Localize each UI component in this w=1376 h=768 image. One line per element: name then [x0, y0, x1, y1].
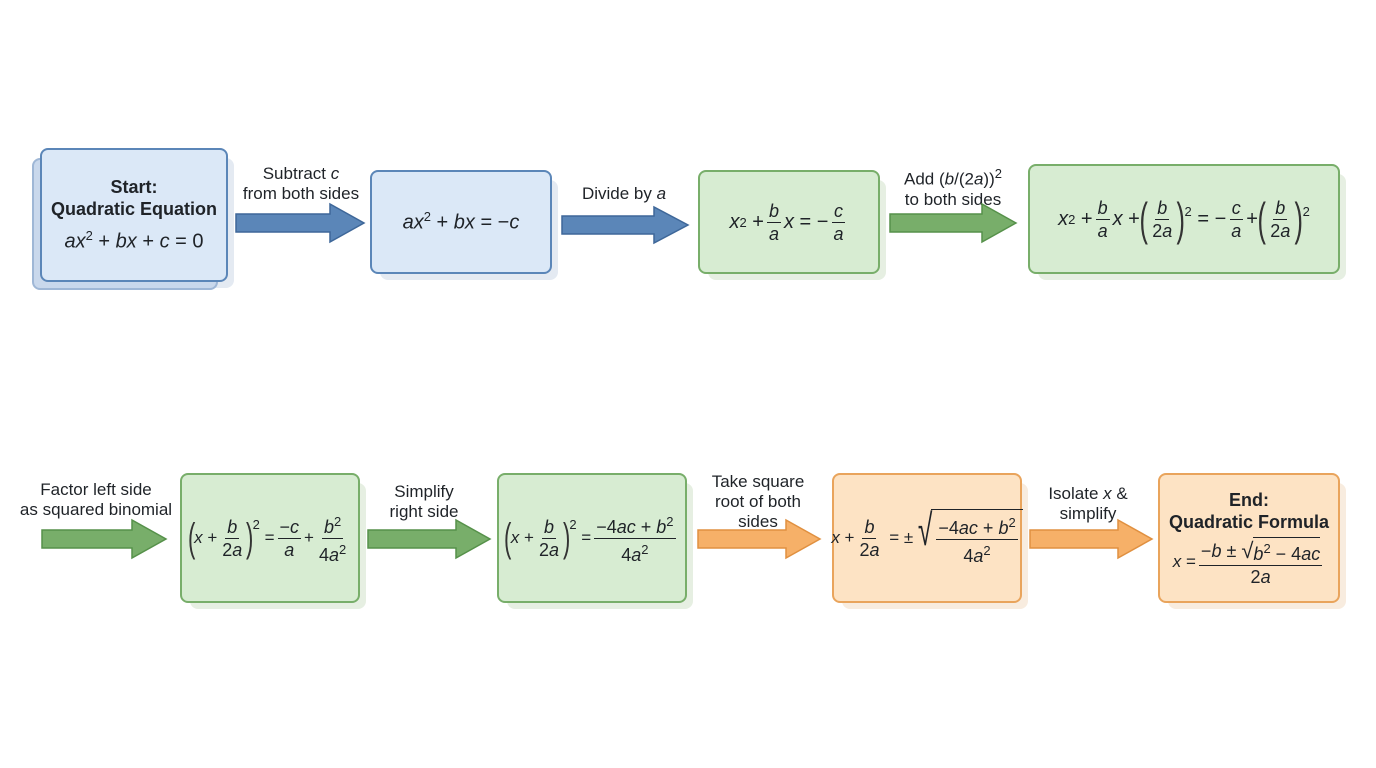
start-box: Start: Quadratic Equation ax2 + bx + c =…: [40, 148, 234, 288]
step6-label-line3: sides: [738, 512, 778, 531]
step7-label: Isolate x & simplify: [1034, 484, 1142, 524]
step6-label-line2: root of both: [714, 492, 801, 511]
arrow-1: [235, 202, 366, 244]
arrow-4: [41, 518, 168, 560]
start-title-line2: Quadratic Equation: [50, 199, 218, 220]
step5-label: Simplify right side: [372, 482, 476, 522]
arrow-2: [561, 205, 690, 245]
start-title-line1: Start:: [110, 177, 158, 198]
step6-label-line1: Take square: [711, 472, 805, 491]
start-equation: ax2 + bx + c = 0: [64, 228, 204, 253]
step4-label-line2: as squared binomial: [19, 500, 173, 519]
step3-label-line2: to both sides: [904, 189, 1002, 209]
end-box: End: Quadratic Formula x = −b ± √b2 − 4a…: [1158, 473, 1346, 609]
step2-label: Divide by a: [581, 184, 667, 203]
box2-equation: ax2 + bx = −c: [402, 209, 520, 234]
box-2: ax2 + bx = −c: [370, 170, 558, 280]
end-equation: x = −b ± √b2 − 4ac 2a: [1172, 536, 1323, 587]
step3-label: Add (b/(2a))2 to both sides: [884, 164, 1022, 210]
end-title-line1: End:: [1229, 489, 1269, 510]
arrow-5: [367, 518, 492, 560]
step1-label-line2: from both sides: [242, 184, 360, 203]
step4-label: Factor left side as squared binomial: [6, 480, 186, 520]
step6-label: Take square root of both sides: [700, 472, 816, 532]
step5-label-line1: Simplify: [394, 482, 454, 501]
step1-label: Subtract c from both sides: [232, 164, 370, 204]
end-title-line2: Quadratic Formula: [1168, 511, 1330, 532]
arrow-6: [697, 518, 822, 560]
step4-label-line1: Factor left side: [40, 480, 152, 499]
arrow-3: [889, 202, 1018, 244]
step7-label-line2: simplify: [1059, 504, 1117, 523]
step5-label-line2: right side: [389, 502, 459, 521]
arrow-7: [1029, 518, 1154, 560]
